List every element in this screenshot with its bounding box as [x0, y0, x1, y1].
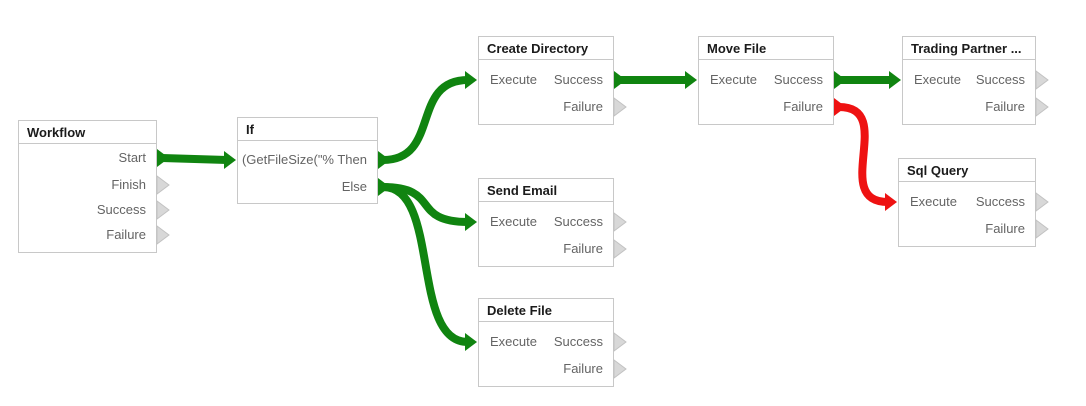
port-execute-input-arrow-icon[interactable] — [885, 193, 897, 211]
port-failure-output-arrow-icon[interactable] — [613, 239, 627, 259]
node-title: Workflow — [27, 125, 86, 140]
port-label-execute: Execute — [710, 72, 757, 87]
port-label-then: (GetFileSize("% Then — [242, 152, 367, 167]
port-execute-input-arrow-icon[interactable] — [465, 71, 477, 89]
port-label-success: Success — [554, 72, 604, 87]
port-success-output-arrow-icon[interactable] — [614, 71, 626, 89]
port-label-failure: Failure — [985, 221, 1025, 236]
node-body[interactable] — [902, 36, 1036, 125]
port-success-output-arrow-icon[interactable] — [613, 212, 627, 232]
node-body[interactable] — [478, 178, 614, 267]
port-label-failure: Failure — [563, 241, 603, 256]
node-title: Create Directory — [487, 41, 589, 56]
port-execute-input-arrow-icon[interactable] — [685, 71, 697, 89]
port-label-execute: Execute — [914, 72, 961, 87]
port-label-success: Success — [554, 334, 604, 349]
node-title: Move File — [707, 41, 766, 56]
port-label-success: Success — [976, 72, 1026, 87]
port-failure-output-arrow-icon[interactable] — [834, 98, 846, 116]
port-execute-input-arrow-icon[interactable] — [889, 71, 901, 89]
node-title: Send Email — [487, 183, 557, 198]
port-success-output-arrow-icon[interactable] — [834, 71, 846, 89]
node-title: Delete File — [487, 303, 552, 318]
node-title: If — [246, 122, 255, 137]
port-label-execute: Execute — [490, 72, 537, 87]
port-success-output-arrow-icon[interactable] — [1035, 192, 1049, 212]
connection-if.then-to-create-directory.execute[interactable] — [382, 76, 469, 164]
port-label-execute: Execute — [910, 194, 957, 209]
port-label-success: Success — [554, 214, 604, 229]
port-then-output-arrow-icon[interactable] — [378, 151, 390, 169]
node-body[interactable] — [18, 120, 157, 253]
port-label-success: Success — [774, 72, 824, 87]
port-label-failure: Failure — [985, 99, 1025, 114]
connection-if.else-to-delete-file.execute[interactable] — [382, 183, 469, 346]
port-label-else: Else — [342, 179, 367, 194]
node-title: Trading Partner ... — [911, 41, 1022, 56]
port-failure-output-arrow-icon[interactable] — [1035, 97, 1049, 117]
port-label-failure: Failure — [563, 99, 603, 114]
port-execute-input-arrow-icon[interactable] — [465, 333, 477, 351]
port-in-input-arrow-icon[interactable] — [224, 151, 236, 169]
port-label-failure: Failure — [563, 361, 603, 376]
node-body[interactable] — [478, 298, 614, 387]
port-label-finish: Finish — [111, 177, 146, 192]
port-failure-output-arrow-icon[interactable] — [156, 225, 170, 245]
node-body[interactable] — [478, 36, 614, 125]
port-failure-output-arrow-icon[interactable] — [1035, 219, 1049, 239]
port-finish-output-arrow-icon[interactable] — [156, 175, 170, 195]
port-label-execute: Execute — [490, 334, 537, 349]
port-success-output-arrow-icon[interactable] — [1035, 70, 1049, 90]
connection-move-file.failure-to-sql-query.execute[interactable] — [838, 103, 889, 206]
port-else-output-arrow-icon[interactable] — [378, 178, 390, 196]
node-body[interactable] — [898, 158, 1036, 247]
port-start-output-arrow-icon[interactable] — [157, 149, 169, 167]
port-success-output-arrow-icon[interactable] — [613, 332, 627, 352]
port-execute-input-arrow-icon[interactable] — [465, 213, 477, 231]
connection-workflow.start-to-if.in[interactable] — [161, 154, 228, 164]
port-label-execute: Execute — [490, 214, 537, 229]
port-label-success: Success — [97, 202, 147, 217]
port-success-output-arrow-icon[interactable] — [156, 200, 170, 220]
node-body[interactable] — [237, 117, 378, 204]
port-label-failure: Failure — [783, 99, 823, 114]
port-label-start: Start — [119, 150, 147, 165]
port-failure-output-arrow-icon[interactable] — [613, 97, 627, 117]
port-label-failure: Failure — [106, 227, 146, 242]
port-label-success: Success — [976, 194, 1026, 209]
node-title: Sql Query — [907, 163, 969, 178]
port-failure-output-arrow-icon[interactable] — [613, 359, 627, 379]
connections-layer — [161, 76, 892, 346]
node-body[interactable] — [698, 36, 834, 125]
